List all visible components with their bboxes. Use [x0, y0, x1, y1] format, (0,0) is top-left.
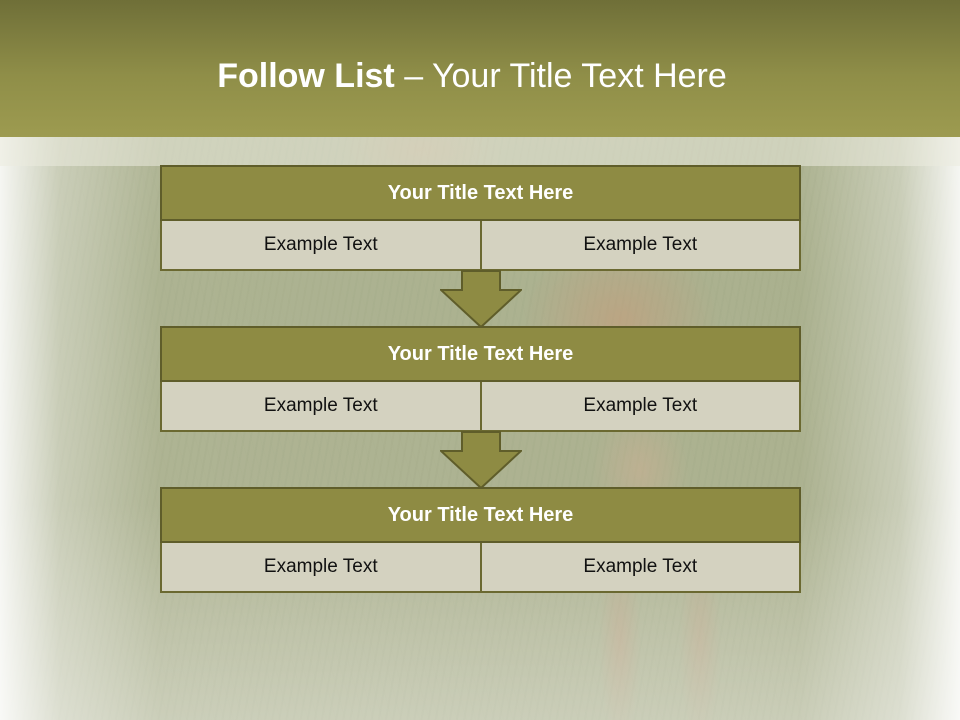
slide-title: Follow List – Your Title Text Here	[0, 52, 944, 100]
block-cell-left: Example Text	[160, 543, 482, 593]
list-block-1: Your Title Text Here Example Text Exampl…	[160, 165, 801, 271]
block-cell-right: Example Text	[481, 543, 801, 593]
list-block-2: Your Title Text Here Example Text Exampl…	[160, 326, 801, 432]
block-cell-left: Example Text	[160, 221, 482, 271]
slide-title-rest: – Your Title Text Here	[394, 57, 727, 95]
block-cell-left: Example Text	[160, 382, 482, 432]
list-block-3: Your Title Text Here Example Text Exampl…	[160, 487, 801, 593]
block-cells: Example Text Example Text	[160, 221, 801, 271]
block-cells: Example Text Example Text	[160, 543, 801, 593]
block-cell-right: Example Text	[481, 382, 801, 432]
down-arrow-icon	[440, 270, 522, 328]
block-title: Your Title Text Here	[160, 165, 801, 221]
title-bar	[0, 0, 960, 137]
down-arrow-icon	[440, 431, 522, 489]
title-bar-strip	[0, 137, 960, 166]
slide-title-bold: Follow List	[217, 57, 395, 95]
block-title: Your Title Text Here	[160, 326, 801, 382]
block-title: Your Title Text Here	[160, 487, 801, 543]
block-cells: Example Text Example Text	[160, 382, 801, 432]
block-cell-right: Example Text	[481, 221, 801, 271]
